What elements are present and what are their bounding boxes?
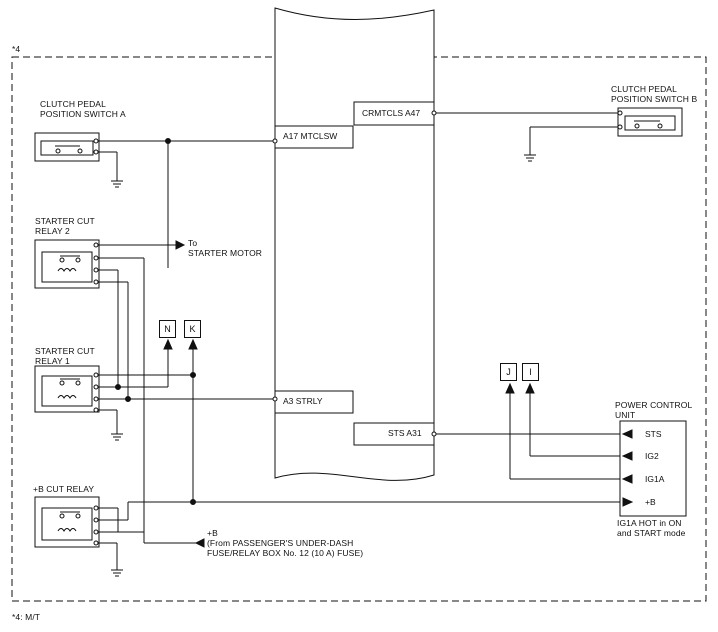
- b-cut-relay-label: +B CUT RELAY: [33, 484, 95, 494]
- pcu-label: POWER CONTROL UNIT: [615, 400, 693, 420]
- ecm-pin-box-a3: [274, 390, 354, 414]
- pcu-pin-plus-b: +B: [645, 497, 656, 507]
- connector-n: N: [159, 320, 176, 338]
- ecm-pin-a3: A3 STRLY: [283, 396, 323, 406]
- starter-cut-relay-1-body: [34, 365, 100, 413]
- ecm-pin-a17: A17 MTCLSW: [283, 131, 338, 141]
- connector-j: J: [500, 363, 517, 381]
- footnote: *4: M/T: [12, 612, 41, 622]
- ecm-body: [274, 7, 435, 481]
- note-marker: *4: [12, 44, 21, 54]
- starter-cut-relay-2-label: STARTER CUT RELAY 2: [35, 216, 95, 236]
- connector-k: K: [184, 320, 201, 338]
- starter-cut-relay-1-label: STARTER CUT RELAY 1: [35, 346, 95, 366]
- plus-b-source-label: +B (From PASSENGER'S UNDER-DASH FUSE/REL…: [207, 528, 364, 558]
- pcu-pin-ig1a: IG1A: [645, 474, 665, 484]
- b-cut-relay-body: [34, 496, 100, 548]
- ecm-pin-a47: CRMTCLS A47: [362, 108, 421, 118]
- pcu-pin-sts: STS: [645, 429, 662, 439]
- pcu-pin-ig2: IG2: [645, 451, 659, 461]
- to-starter-label: To STARTER MOTOR: [188, 238, 263, 258]
- pcu-note: IG1A HOT in ON and START mode: [617, 518, 686, 538]
- ecm-pin-box-a17: [274, 125, 354, 149]
- starter-cut-relay-2-body: [34, 239, 100, 289]
- clutch-switch-b-label: CLUTCH PEDAL POSITION SWITCH B: [611, 84, 698, 104]
- clutch-switch-a-body: [34, 132, 100, 162]
- pcu-body: [619, 420, 687, 517]
- ecm-pin-a31: STS A31: [388, 428, 422, 438]
- clutch-switch-b-body: [617, 107, 683, 137]
- connector-i: I: [522, 363, 539, 381]
- clutch-switch-a-label: CLUTCH PEDAL POSITION SWITCH A: [40, 99, 126, 119]
